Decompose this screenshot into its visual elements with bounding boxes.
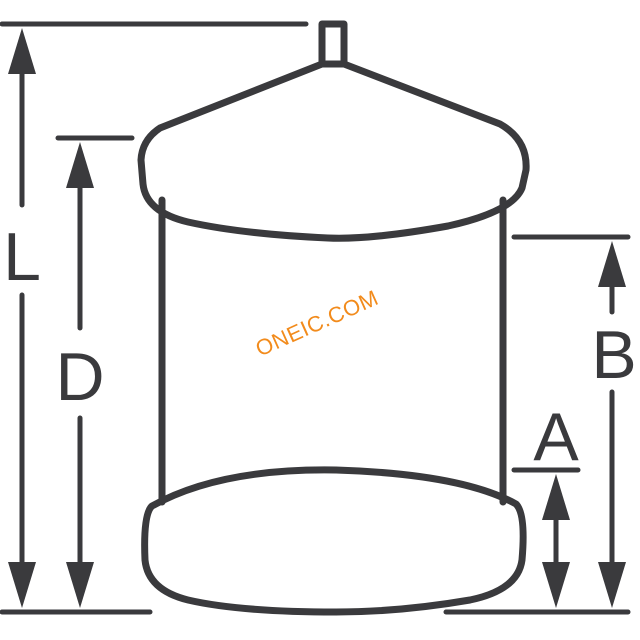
dimension-A-bottom-arrow (542, 562, 570, 608)
dimension-L-label: L (3, 219, 41, 295)
dimension-A-label: A (533, 399, 579, 475)
dimension-B: B (443, 234, 637, 615)
dimension-D-bottom-arrow (66, 562, 94, 608)
dimension-B-label: B (591, 317, 636, 393)
dimension-D: D (55, 135, 135, 608)
dimension-A-top-arrow (542, 474, 570, 520)
dimension-B-bottom-arrow (598, 562, 626, 608)
dimension-A: A (511, 399, 581, 608)
top-cap (137, 60, 530, 242)
bottom-base (141, 466, 527, 616)
dimension-B-top-arrow (598, 241, 626, 287)
dimension-D-label: D (55, 339, 104, 415)
dimension-L-bottom-arrow (8, 562, 36, 608)
top-pin (318, 20, 348, 68)
dimension-L-top-arrow (8, 28, 36, 74)
dimension-L: L (0, 21, 309, 615)
watermark-text: ONEIC.COM (252, 285, 382, 361)
dimension-D-top-arrow (66, 142, 94, 188)
component-body (137, 20, 530, 616)
